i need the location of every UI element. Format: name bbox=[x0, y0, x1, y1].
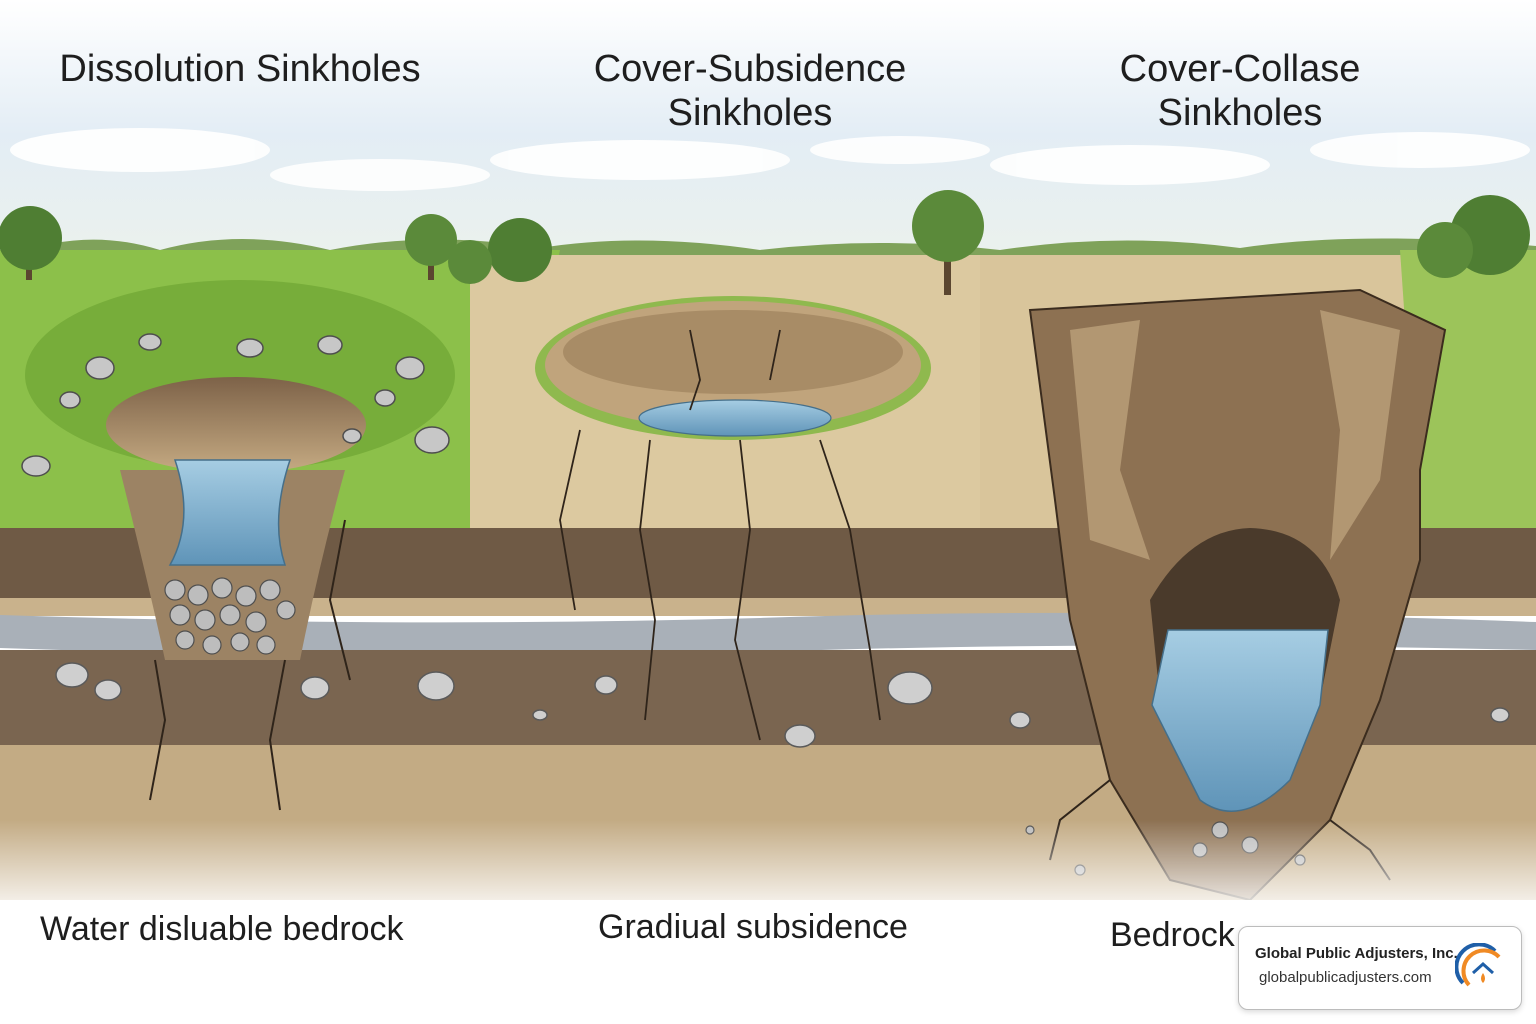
collapse-water bbox=[1151, 629, 1329, 812]
trees bbox=[0, 190, 1530, 295]
caption-cover-subsidence: Gradiual subsidence bbox=[598, 908, 908, 946]
caption-cover-collapse: Bedrock bbox=[1110, 916, 1235, 954]
title-dissolution-sinkholes: Dissolution Sinkholes bbox=[59, 48, 421, 90]
grass-field-far-right bbox=[1400, 250, 1536, 540]
buried-stones bbox=[55, 662, 1510, 748]
dissolution-sinkhole bbox=[21, 280, 455, 811]
dissolution-cracks bbox=[149, 519, 351, 811]
subsidence-cracks bbox=[559, 329, 881, 741]
dissolution-pit bbox=[106, 377, 366, 473]
dissolution-water bbox=[168, 459, 292, 566]
cover-subsidence-sinkhole bbox=[535, 296, 931, 741]
company-url: globalpublicadjusters.com bbox=[1259, 969, 1432, 986]
caption-dissolution: Water disluable bedrock bbox=[40, 910, 404, 948]
chasm-walls bbox=[1070, 310, 1400, 560]
surface-boulders bbox=[21, 333, 450, 477]
subsidence-bowl-shadow bbox=[563, 310, 903, 394]
subsidence-pond bbox=[638, 399, 832, 437]
rubble-fill bbox=[164, 577, 296, 655]
title-cover-subsidence-sinkholes: Cover-Subsidence Sinkholes bbox=[593, 48, 907, 134]
clouds bbox=[10, 128, 1530, 191]
title-cover-collapse-sinkholes: Cover-Collase Sinkholes bbox=[1119, 48, 1361, 134]
house-droplet-logo-icon bbox=[1455, 943, 1501, 987]
company-badge: Global Public Adjusters, Inc. globalpubl… bbox=[1238, 926, 1522, 1010]
cover-collapse-sinkhole bbox=[1025, 288, 1447, 902]
company-name: Global Public Adjusters, Inc. bbox=[1255, 945, 1458, 962]
